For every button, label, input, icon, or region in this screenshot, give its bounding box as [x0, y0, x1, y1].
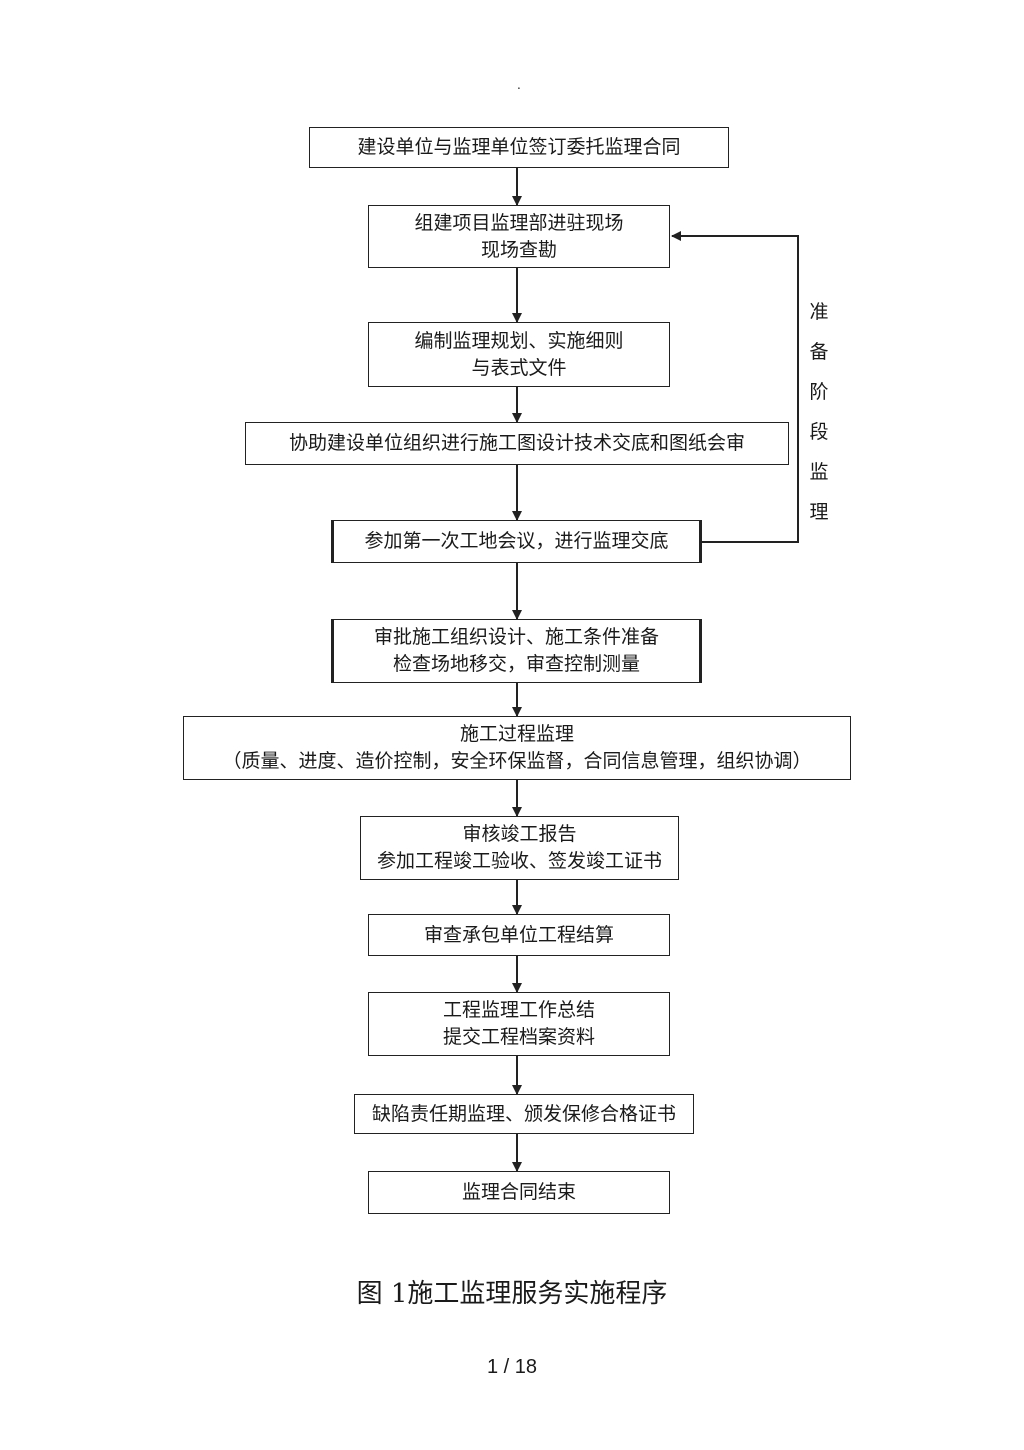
flow-step-8-line-1: 审核竣工报告: [462, 823, 577, 845]
flow-step-3: 编制监理规划、实施细则 与表式文件: [368, 322, 670, 387]
preparation-phase-label: 准备阶段监理: [809, 301, 829, 523]
flow-step-10: 工程监理工作总结 提交工程档案资料: [368, 992, 670, 1056]
flow-step-6: 审批施工组织设计、施工条件准备 检查场地移交，审查控制测量: [331, 619, 702, 683]
flow-step-4: 协助建设单位组织进行施工图设计技术交底和图纸会审: [245, 422, 789, 465]
flow-step-5: 参加第一次工地会议，进行监理交底: [331, 520, 702, 563]
flow-step-10-line-1: 工程监理工作总结: [442, 999, 595, 1021]
flow-step-12: 监理合同结束: [368, 1171, 670, 1214]
flow-step-7-line-1: 施工过程监理: [459, 723, 574, 745]
flow-step-6-line-1: 审批施工组织设计、施工条件准备: [373, 626, 659, 648]
flow-step-7: 施工过程监理 （质量、进度、造价控制，安全环保监督，合同信息管理，组织协调）: [183, 716, 851, 780]
feedback-loop-line: [671, 231, 799, 543]
header-dot: .: [517, 78, 521, 92]
flow-step-4-line-1: 协助建设单位组织进行施工图设计技术交底和图纸会审: [288, 432, 745, 454]
flow-step-9: 审查承包单位工程结算: [368, 914, 670, 956]
flow-step-8: 审核竣工报告 参加工程竣工验收、签发竣工证书: [360, 816, 679, 880]
flow-step-6-line-2: 检查场地移交，审查控制测量: [392, 653, 640, 675]
flow-step-10-line-2: 提交工程档案资料: [442, 1026, 595, 1048]
page-number: 1 / 18: [486, 1356, 538, 1378]
flow-step-3-line-2: 与表式文件: [471, 356, 567, 379]
flow-step-11-line-1: 缺陷责任期监理、颁发保修合格证书: [371, 1102, 676, 1125]
flow-step-5-line-1: 参加第一次工地会议，进行监理交底: [364, 530, 669, 552]
flow-step-1: 建设单位与监理单位签订委托监理合同: [309, 127, 729, 168]
flow-step-11: 缺陷责任期监理、颁发保修合格证书: [354, 1094, 694, 1134]
flow-step-2-line-1: 组建项目监理部进驻现场: [414, 211, 624, 234]
flow-step-12-line-1: 监理合同结束: [461, 1181, 576, 1203]
flow-step-7-line-2: （质量、进度、造价控制，安全环保监督，合同信息管理，组织协调）: [222, 750, 812, 772]
flow-step-2: 组建项目监理部进驻现场 现场查勘: [368, 205, 670, 268]
flow-step-1-line-1: 建设单位与监理单位签订委托监理合同: [357, 136, 681, 158]
flow-step-3-line-1: 编制监理规划、实施细则: [414, 329, 624, 352]
figure-caption: 图 1施工监理服务实施程序: [356, 1279, 668, 1309]
flow-step-9-line-1: 审查承包单位工程结算: [423, 923, 614, 946]
flow-step-8-line-2: 参加工程竣工验收、签发竣工证书: [376, 850, 662, 872]
flow-step-2-line-2: 现场查勘: [480, 238, 557, 261]
